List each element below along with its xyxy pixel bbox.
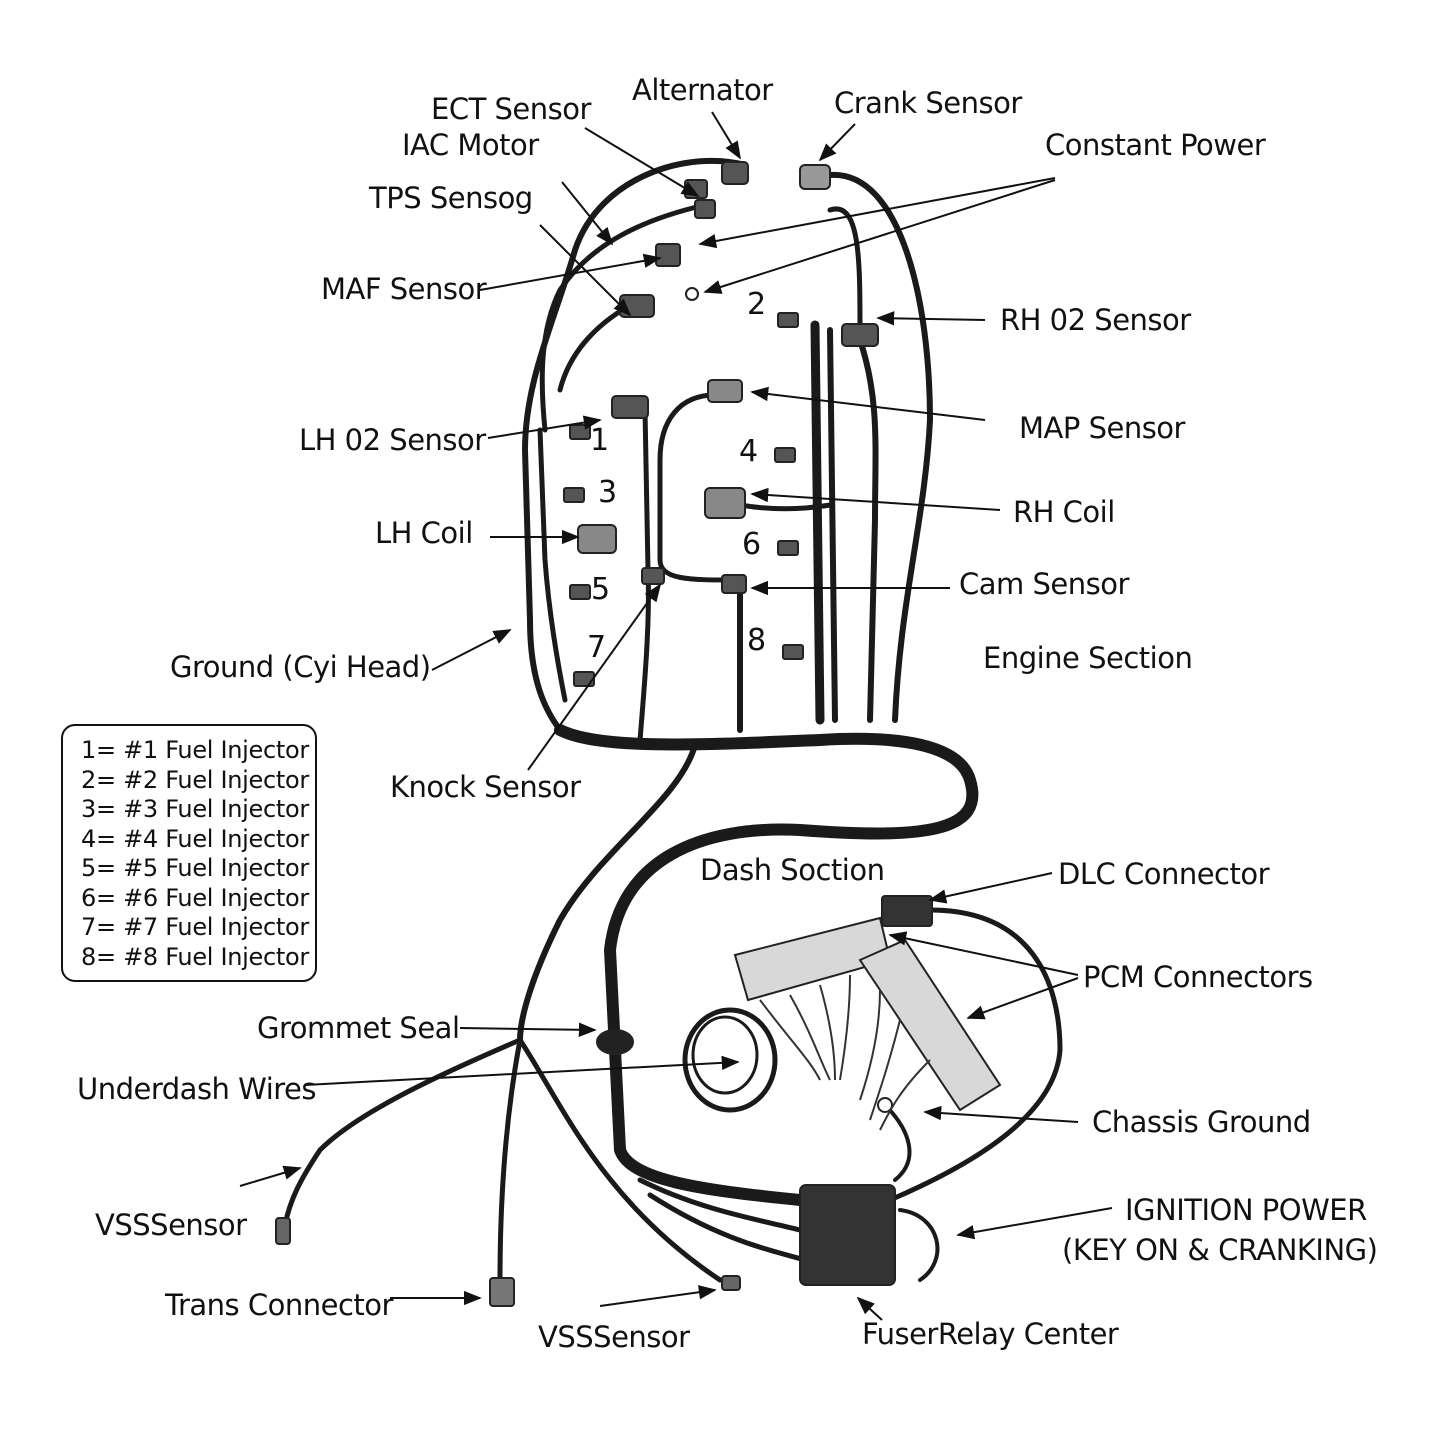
grommet-seal-shape [596,1029,634,1055]
legend-row: 1= #1 Fuel Injector [81,736,309,764]
label-chassis-ground: Chassis Ground [1092,1105,1311,1139]
label-engine-section: Engine Section [983,641,1193,675]
injector-number-3: 3 [598,475,618,510]
label-grommet-seal: Grommet Seal [257,1011,460,1045]
rh-o2-connector [841,323,879,347]
label-knock-sensor: Knock Sensor [390,770,581,804]
injector-2 [777,312,799,328]
injector-number-7: 7 [587,630,607,665]
legend-row: 3= #3 Fuel Injector [81,795,309,823]
injector-1 [569,424,591,440]
label-trans-connector: Trans Connector [165,1288,393,1322]
connectors [275,161,933,1307]
injector-4 [774,447,796,463]
injector-8 [782,644,804,660]
legend-row: 7= #7 Fuel Injector [81,913,309,941]
injector-number-8: 8 [747,623,767,658]
injector-number-2: 2 [747,287,767,322]
leader-arrows [239,111,1113,1321]
maf-sensor-connector [655,243,681,267]
label-rh-o2-sensor: RH 02 Sensor [1000,303,1191,337]
label-lh-o2-sensor: LH 02 Sensor [299,423,486,457]
lh-coil-connector [577,524,617,554]
injector-number-6: 6 [742,527,762,562]
label-iac-motor: IAC Motor [402,128,539,162]
pcm-connectors-shape [733,916,1002,1131]
constant-power-ring [685,287,699,301]
knock-connector [641,567,665,585]
label-maf-sensor: MAF Sensor [321,272,487,306]
label-alternator: Alternator [632,73,773,107]
vss-sensor-bottom-shape [721,1275,741,1291]
label-dlc-connector: DLC Connector [1058,857,1270,891]
label-map-sensor: MAP Sensor [1019,411,1185,445]
label-rh-coil: RH Coil [1013,495,1115,529]
crank-sensor-connector [799,164,831,190]
label-constant-power: Constant Power [1045,128,1266,162]
label-ignition-power-detail: (KEY ON & CRANKING) [1062,1233,1378,1267]
injector-legend: 1= #1 Fuel Injector 2= #2 Fuel Injector … [61,724,317,982]
injector-number-4: 4 [739,434,759,469]
dlc-connector-shape [881,895,933,927]
injector-6 [777,540,799,556]
label-crank-sensor: Crank Sensor [834,86,1022,120]
vss-sensor-left-shape [275,1217,291,1245]
label-dash-section: Dash Soction [700,853,885,887]
tps-connector [619,294,655,318]
injector-3 [563,487,585,503]
cam-sensor-connector [721,574,747,594]
label-ignition-power: IGNITION POWER [1125,1193,1367,1227]
label-tps-sensor: TPS Sensog [369,181,533,215]
rh-coil-connector [704,487,746,519]
iac-tps-connector [694,199,716,219]
label-pcm-connectors: PCM Connectors [1083,960,1313,994]
legend-row: 5= #5 Fuel Injector [81,854,309,882]
injector-number-5: 5 [591,572,611,607]
map-sensor-connector [707,379,743,403]
lh-o2-connector [611,395,649,419]
fuse-relay-center-shape [799,1184,896,1286]
chassis-ground-ring [877,1097,893,1113]
legend-row: 2= #2 Fuel Injector [81,765,309,794]
injector-7 [573,671,595,687]
legend-row: 6= #6 Fuel Injector [81,883,309,912]
harness-wires [282,157,1063,1283]
legend-row: 8= #8 Fuel Injector [81,942,309,971]
label-underdash-wires: Underdash Wires [77,1072,317,1106]
label-ground-cyl-head: Ground (Cyi Head) [170,650,431,684]
label-lh-coil: LH Coil [375,516,473,550]
injector-5 [569,584,591,600]
injector-number-1: 1 [590,423,610,458]
legend-row: 4= #4 Fuel Injector [81,824,309,853]
label-vss-sensor-bottom: VSSSensor [538,1320,690,1354]
trans-connector-shape [489,1277,515,1307]
alternator-connector [721,161,749,185]
label-vss-sensor-left: VSSSensor [95,1208,247,1242]
label-fuse-relay-center: FuserRelay Center [862,1317,1119,1351]
label-ect-sensor: ECT Sensor [431,92,591,126]
label-cam-sensor: Cam Sensor [959,567,1129,601]
